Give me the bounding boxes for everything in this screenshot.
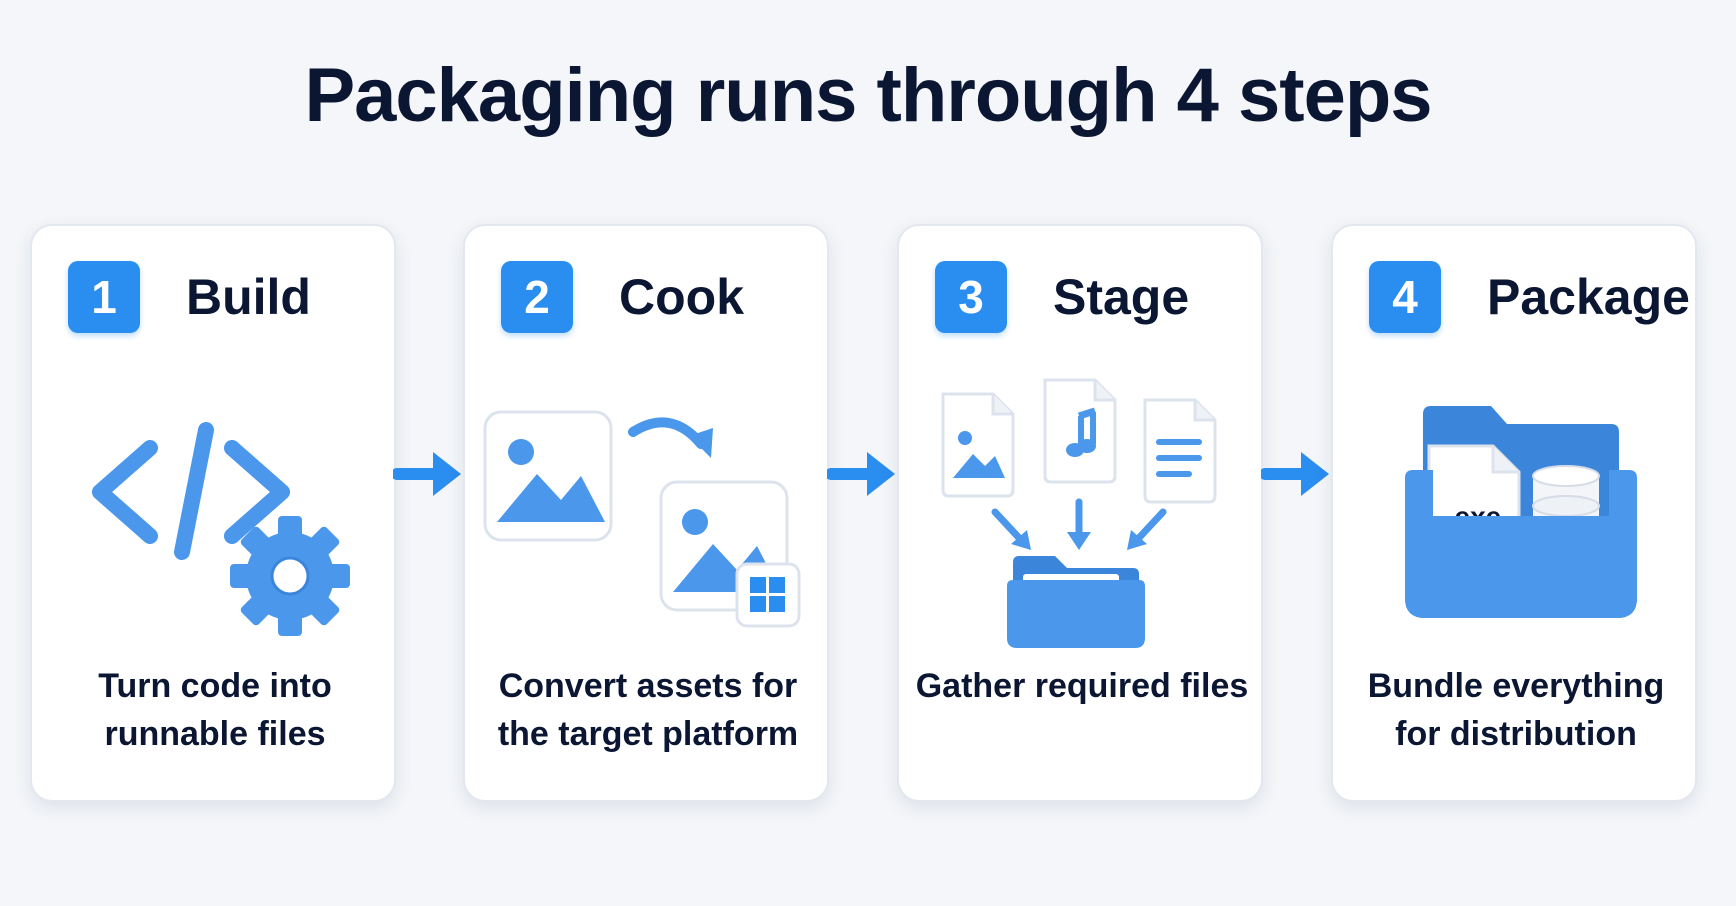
folder-icon <box>1007 556 1145 648</box>
step-title: Build <box>186 269 311 325</box>
right-arrow-icon <box>1261 446 1333 502</box>
folder-front <box>1405 470 1637 618</box>
cook-illustration <box>465 366 831 666</box>
down-arrow-icon <box>991 498 1167 550</box>
code-brackets-icon <box>92 422 290 560</box>
step-header: 3 Stage <box>935 260 1189 334</box>
gear-icon <box>230 516 350 636</box>
step-card-stage: 3 Stage <box>897 224 1263 802</box>
step-description: Turn code into runnable files <box>98 667 332 753</box>
step-header: 2 Cook <box>501 260 744 334</box>
step-card-package: 4 Package .exe Bundle <box>1331 224 1697 802</box>
image-file-icon <box>941 392 1015 498</box>
step-header: 4 Package <box>1369 260 1690 334</box>
step-description: Convert assets for the target platform <box>497 667 799 753</box>
diagram-title: Packaging runs through 4 steps <box>304 53 1432 138</box>
curved-arrow-icon <box>628 417 706 449</box>
build-illustration <box>32 366 398 666</box>
step-number-badge: 4 <box>1369 261 1441 333</box>
step-title: Stage <box>1053 269 1190 325</box>
package-illustration: .exe <box>1333 366 1699 666</box>
text-file-icon <box>1143 398 1217 504</box>
stage-illustration <box>899 366 1265 666</box>
step-number-badge: 2 <box>501 261 573 333</box>
step-description: Gather required files <box>915 667 1249 705</box>
step-number-badge: 1 <box>68 261 140 333</box>
image-icon <box>483 410 613 542</box>
curved-arrow-head <box>689 428 713 458</box>
step-card-build: 1 Build <box>30 224 396 802</box>
step-title: Package <box>1487 269 1690 325</box>
step-number-badge: 3 <box>935 261 1007 333</box>
step-title: Cook <box>619 269 744 325</box>
step-description: Bundle everything for distribution <box>1367 667 1665 753</box>
step-header: 1 Build <box>68 260 311 334</box>
music-file-icon <box>1043 378 1117 484</box>
step-card-cook: 2 Cook <box>463 224 829 802</box>
windows-logo-icon <box>735 562 801 628</box>
right-arrow-icon <box>827 446 899 502</box>
right-arrow-icon <box>393 446 465 502</box>
